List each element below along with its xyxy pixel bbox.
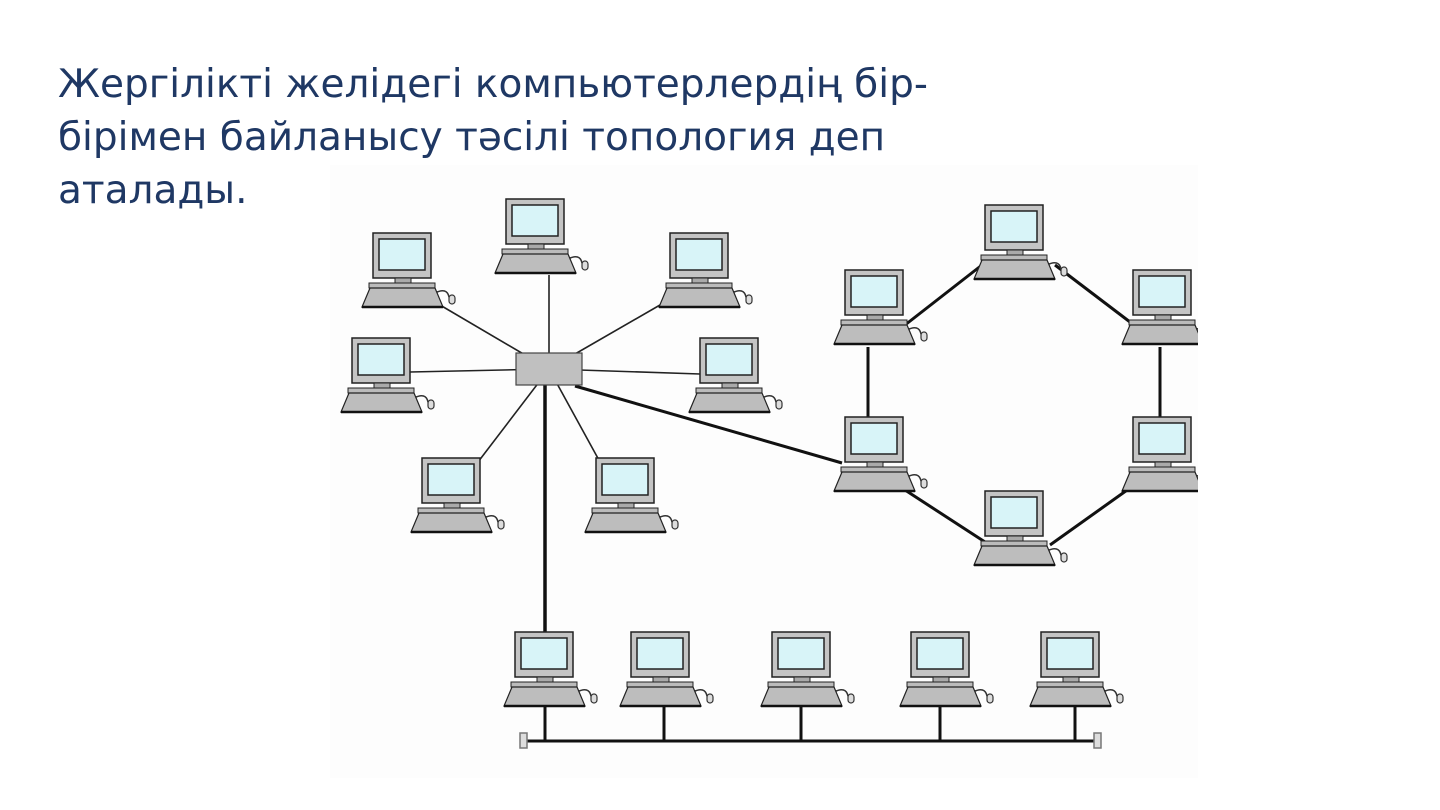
bus-terminator-right — [1093, 732, 1102, 749]
bus-computers — [502, 630, 1125, 708]
computer-icon — [583, 456, 680, 534]
ring-computers — [832, 203, 1217, 567]
computer-icon — [360, 231, 457, 309]
computer-icon — [687, 336, 784, 414]
bus-terminator-left — [519, 732, 528, 749]
computer-icon — [1028, 630, 1125, 708]
hub-icon — [515, 352, 583, 386]
computer-icon — [972, 489, 1069, 567]
computer-icon — [502, 630, 599, 708]
computer-icon — [657, 231, 754, 309]
computer-icon — [759, 630, 856, 708]
computer-icon — [898, 630, 995, 708]
star-to-ring-link — [574, 384, 843, 465]
slide-title: Жергілікті желідегі компьютерлердің бір-… — [58, 62, 928, 213]
computer-icon — [832, 268, 929, 346]
computer-icon — [618, 630, 715, 708]
computer-icon — [339, 336, 436, 414]
computer-icon — [409, 456, 506, 534]
bus-links — [525, 706, 1096, 743]
computer-icon — [832, 415, 929, 493]
ring-links — [866, 263, 1162, 547]
